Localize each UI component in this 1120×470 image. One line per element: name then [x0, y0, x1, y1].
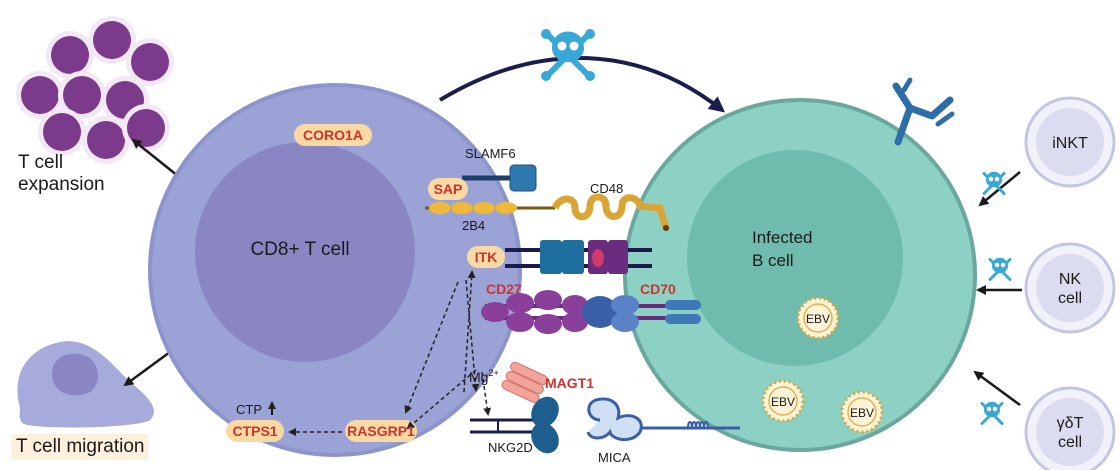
ebv-virus-icon — [796, 296, 840, 340]
inkt-cell — [1024, 96, 1116, 188]
slamf6-label: SLAMF6 — [465, 146, 516, 161]
cd8-t-cell — [148, 83, 522, 457]
magt1-transporter — [501, 361, 549, 404]
rasgrp1-label: RASGRP1 — [347, 423, 415, 439]
gdt-label-line2: cell — [1058, 434, 1082, 451]
rasgrp1-bubble — [345, 420, 417, 442]
2b4-label: 2B4 — [462, 218, 485, 233]
slamf6-receptor — [462, 164, 537, 192]
cd48-label: CD48 — [590, 181, 623, 196]
itk-label: ITK — [475, 249, 498, 265]
ctps1-label: CTPS1 — [232, 423, 277, 439]
t-cell-expansion-label: T cell expansion — [18, 152, 105, 195]
killing-arrow — [438, 56, 726, 113]
skull-crossbones-icon — [982, 171, 1006, 195]
infected-label-line2: B cell — [752, 251, 794, 270]
gdt-attack-arrow — [973, 370, 1021, 407]
gdt-cell — [1024, 386, 1116, 470]
ebv-virus-icon — [840, 390, 884, 434]
expanded-t-cells — [16, 16, 174, 164]
coro1a-bubble — [294, 124, 372, 146]
cd27-cd70-complex — [481, 290, 701, 334]
cd8-t-cell-label: CD8+ T cell — [250, 239, 349, 260]
itk-bubble — [467, 246, 505, 268]
mg-label: Mg2+ — [469, 368, 499, 385]
sap-label: SAP — [434, 181, 463, 197]
gdt-label-line1: γδT — [1057, 415, 1084, 432]
skull-crossbones-icon — [980, 401, 1004, 425]
coro1a-label: CORO1A — [303, 127, 363, 143]
ctp-label: CTP — [236, 402, 262, 417]
sap-bubble — [428, 178, 468, 200]
ebv-label-1: EBV — [806, 312, 830, 326]
nkg2d-mica-complex — [470, 396, 740, 454]
migrating-t-cell — [17, 341, 154, 428]
skull-crossbones-icon — [541, 29, 595, 81]
magt1-label: MAGT1 — [545, 375, 594, 391]
inkt-label: iNKT — [1052, 135, 1088, 152]
cd70-label: CD70 — [640, 281, 676, 297]
ctps1-bubble — [226, 420, 284, 442]
ebv-label-2: EBV — [771, 395, 795, 409]
antibody-icon — [892, 77, 955, 146]
mg-superscript: 2+ — [488, 368, 498, 378]
nk-cell — [1024, 242, 1116, 334]
mica-label: MICA — [598, 450, 631, 465]
skull-crossbones-icon — [988, 257, 1012, 281]
infected-b-cell — [623, 98, 977, 452]
cd27-label: CD27 — [486, 281, 522, 297]
2b4-cd48-receptor — [425, 193, 670, 231]
t-cell-migration-label: T cell migration — [12, 434, 149, 460]
nkg2d-label: NKG2D — [488, 440, 533, 455]
ebv-label-3: EBV — [850, 406, 874, 420]
ebv-virus-icon — [761, 379, 805, 423]
nk-label-line2: cell — [1058, 290, 1082, 307]
expansion-arrow — [131, 138, 184, 181]
infected-label-line1: Infected — [752, 228, 813, 247]
nk-label-line1: NK — [1059, 271, 1082, 288]
signalling-arrows — [288, 270, 492, 436]
itk-receptor-complex — [505, 240, 652, 274]
migration-arrow — [123, 350, 171, 387]
